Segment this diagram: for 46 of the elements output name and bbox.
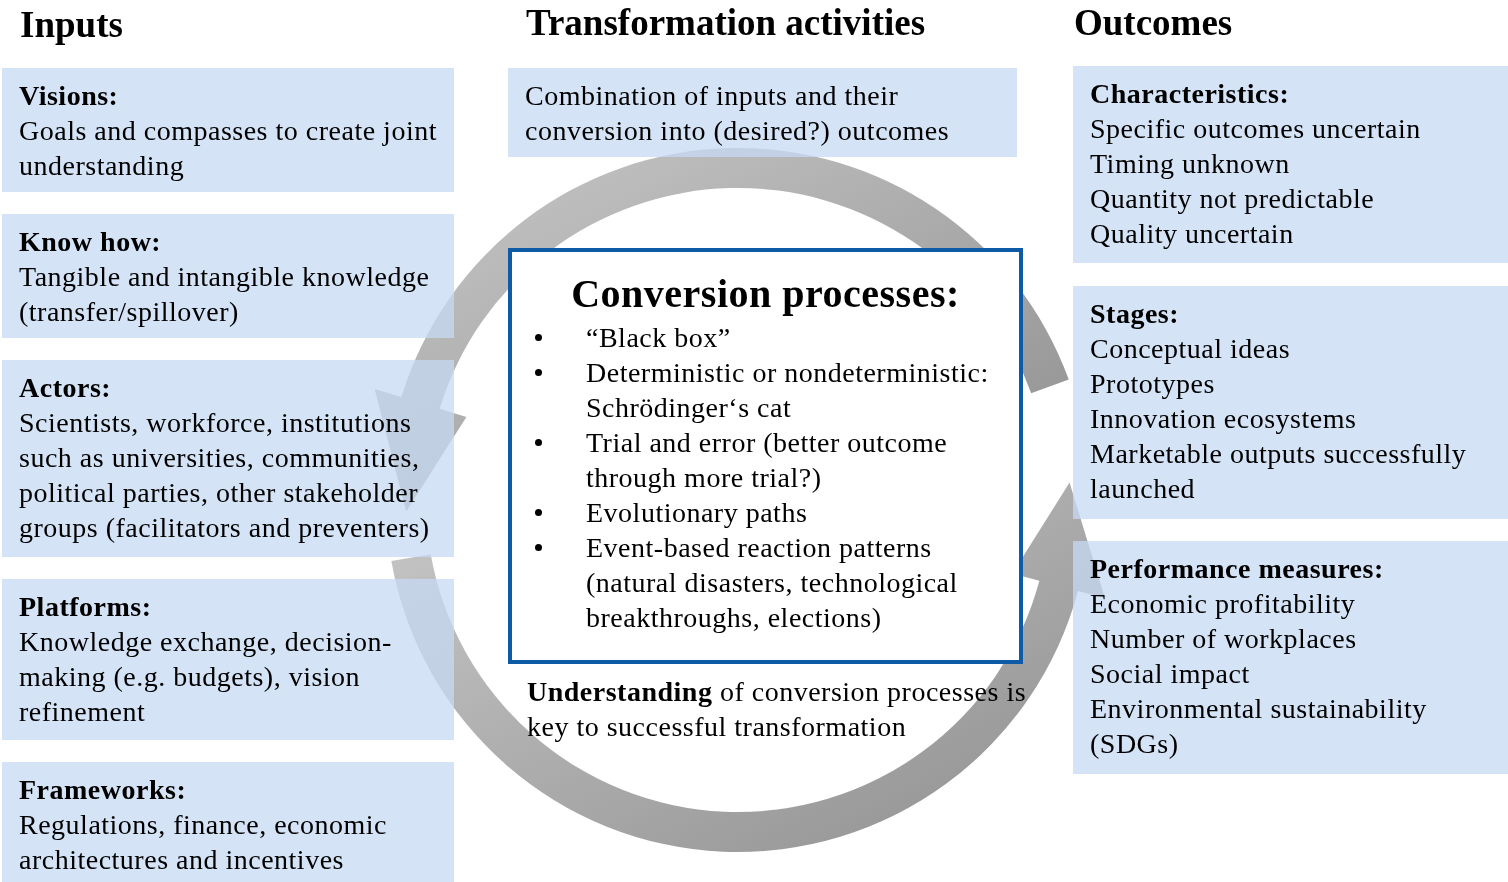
- box-text: Social impact: [1090, 657, 1251, 691]
- box-text: Quantity not predictable: [1090, 182, 1376, 216]
- box-text: Regulations, finance, economic architectures and incentives: [19, 808, 388, 877]
- box-heading: Stages:: [1090, 297, 1181, 331]
- category-box: [2, 214, 454, 338]
- category-box: [508, 68, 1017, 157]
- column-heading: Transformation activities: [526, 1, 927, 45]
- process-box: [508, 248, 1023, 664]
- bullet-text: Event-based reaction patterns (natural disasters, technological breakthroughs, elections): [586, 531, 959, 635]
- bullet-text: “Black box”: [586, 321, 731, 355]
- box-text: Combination of inputs and their conversion into (desired?) outcomes: [525, 79, 951, 148]
- box-heading: Performance measures:: [1090, 552, 1385, 586]
- box-heading: Conversion processes:: [570, 272, 961, 316]
- category-box: [2, 762, 454, 882]
- bullet-text: Deterministic or nondeterministic: Schrödinger‘s cat: [586, 356, 990, 425]
- box-text: Knowledge exchange, decision-making (e.g. budgets), vision refinement: [19, 625, 393, 729]
- column-heading: Inputs: [20, 3, 124, 47]
- bullet-text: Trial and error (better outcome through more trial?): [586, 426, 949, 495]
- box-heading: Actors:: [19, 371, 113, 405]
- bullet-text: Evolutionary paths: [586, 496, 808, 530]
- box-heading: Visions:: [19, 79, 120, 113]
- box-text: Marketable outputs successfully launched: [1090, 437, 1468, 506]
- box-text: Goals and compasses to create joint understanding: [19, 114, 438, 183]
- box-text: Environmental sustainability (SDGs): [1090, 692, 1428, 761]
- category-box: [1073, 286, 1508, 519]
- box-text: Innovation ecosystems: [1090, 402, 1358, 436]
- box-text: Quality uncertain: [1090, 217, 1295, 251]
- box-heading: Characteristics:: [1090, 77, 1291, 111]
- category-box: [2, 360, 454, 557]
- box-text: Prototypes: [1090, 367, 1216, 401]
- box-text: Scientists, workforce, institutions such as universities, communities, political parties, other stakeholder groups (facilitators and preventers): [19, 406, 431, 545]
- box-heading: Platforms:: [19, 590, 153, 624]
- box-text: Economic profitability: [1090, 587, 1357, 621]
- box-text: Timing unknown: [1090, 147, 1291, 181]
- box-heading: Frameworks:: [19, 773, 188, 807]
- category-box: [2, 579, 454, 740]
- box-text: Specific outcomes uncertain: [1090, 112, 1422, 146]
- category-box: [1073, 66, 1508, 263]
- box-text: Number of workplaces: [1090, 622, 1358, 656]
- note-text: Understanding of conversion processes is key to successful transformation: [527, 675, 1027, 744]
- category-box: [1073, 541, 1508, 774]
- box-text: Conceptual ideas: [1090, 332, 1292, 366]
- category-box: [2, 68, 454, 192]
- box-heading: Know how:: [19, 225, 163, 259]
- box-text: Tangible and intangible knowledge (transfer/spillover): [19, 260, 431, 329]
- column-heading: Outcomes: [1074, 1, 1234, 45]
